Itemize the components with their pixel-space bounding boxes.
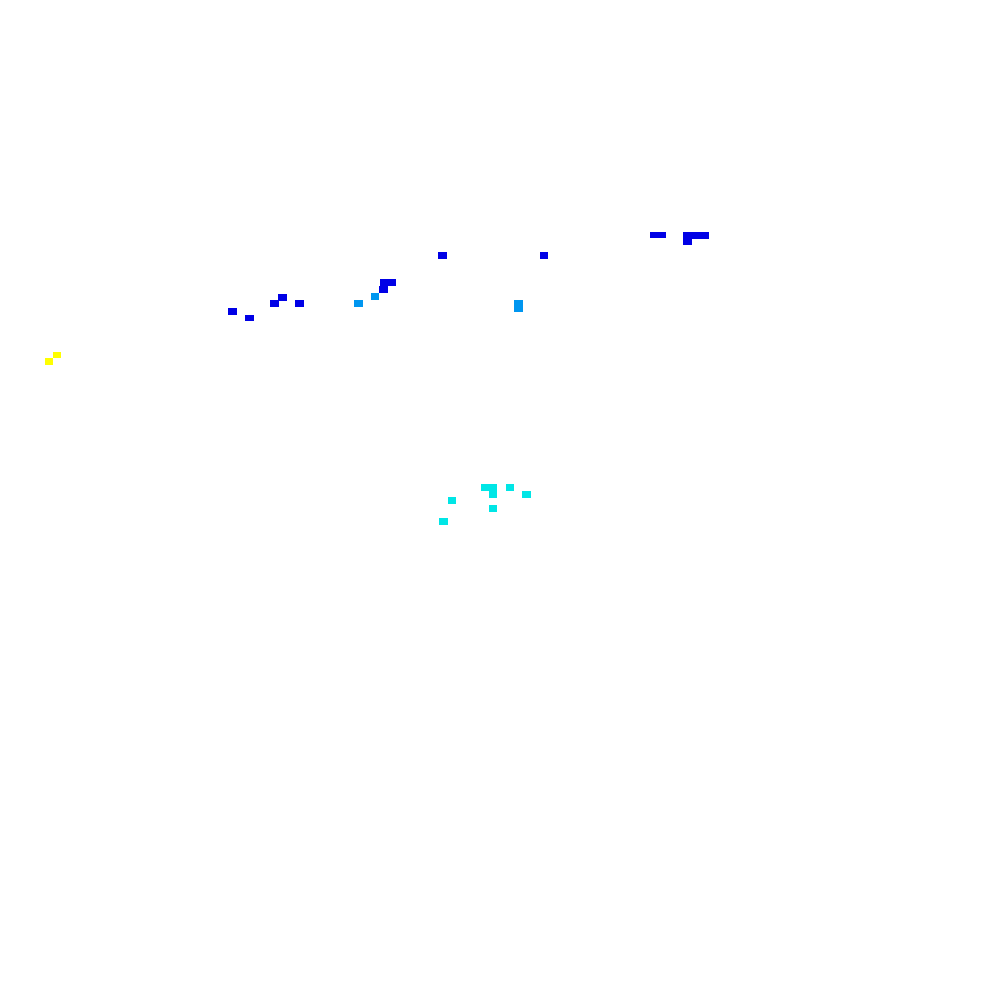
pixel-cell — [371, 293, 379, 300]
pixel-cell — [354, 300, 363, 307]
pixel-cell — [228, 308, 237, 315]
pixel-cell — [439, 518, 448, 525]
light-blue-cells — [354, 293, 523, 312]
pixel-cell — [270, 300, 279, 307]
pixel-cell — [53, 352, 61, 358]
pixel-cell — [448, 497, 456, 504]
cyan-cluster — [439, 484, 531, 525]
pixel-cell — [278, 294, 287, 301]
pixel-cell — [379, 286, 388, 293]
blue-streak — [228, 232, 709, 321]
pixel-cell — [506, 484, 514, 491]
pixel-cell — [481, 484, 497, 491]
pixel-cell — [438, 252, 447, 259]
pixel-cell — [245, 315, 254, 321]
pixel-cell — [45, 358, 53, 365]
pixel-cell — [522, 491, 531, 498]
pixel-cell — [650, 232, 666, 238]
pixel-cell — [295, 300, 304, 307]
pixel-cell — [683, 239, 692, 245]
yellow-cells — [45, 352, 61, 365]
pixel-cell — [514, 300, 523, 312]
pixel-cell — [683, 232, 709, 239]
pixel-cell — [540, 252, 548, 259]
pixel-cell — [380, 279, 396, 286]
pixel-cell — [489, 505, 497, 512]
pixel-cell — [489, 491, 497, 498]
